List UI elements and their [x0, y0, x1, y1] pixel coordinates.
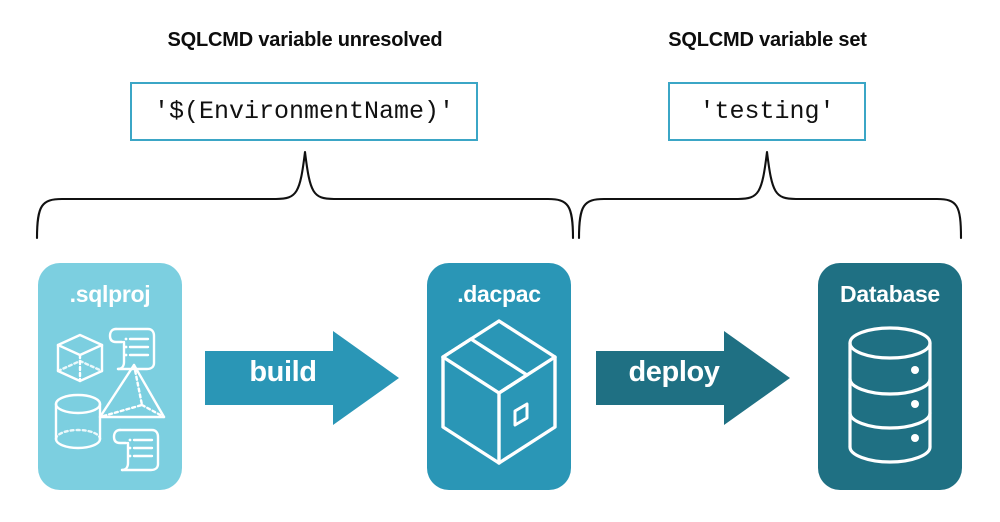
package-box-icon — [441, 319, 557, 465]
stage-box-dacpac: .dacpac — [427, 263, 571, 490]
scroll-icon — [112, 428, 160, 472]
stage-label-database: Database — [840, 281, 940, 307]
arrow-deploy: deploy — [596, 330, 806, 426]
section-heading-left: SQLCMD variable unresolved — [167, 29, 443, 51]
arrow-deploy-icon — [596, 331, 790, 425]
code-value-box-set: 'testing' — [668, 82, 866, 141]
stage-label-dacpac: .dacpac — [457, 281, 541, 307]
scroll-icon — [108, 327, 156, 371]
brace-right-icon — [577, 150, 963, 240]
arrow-build: build — [205, 330, 415, 426]
brace-left-icon — [35, 150, 575, 240]
pyramid-icon — [98, 363, 166, 419]
section-heading-right: SQLCMD variable set — [668, 29, 867, 51]
cylinder-icon — [54, 393, 102, 450]
stage-label-sqlproj: .sqlproj — [69, 281, 151, 307]
sqlproj-icon-group — [54, 327, 166, 472]
dacpac-icon-group — [441, 319, 557, 465]
stage-box-sqlproj: .sqlproj — [38, 263, 182, 490]
database-cylinder-icon — [848, 326, 932, 464]
code-value-box-unresolved: '$(EnvironmentName)' — [130, 82, 478, 141]
database-icon-group — [848, 326, 932, 464]
arrow-build-icon — [205, 331, 399, 425]
stage-box-database: Database — [818, 263, 962, 490]
cube-icon — [56, 333, 104, 383]
